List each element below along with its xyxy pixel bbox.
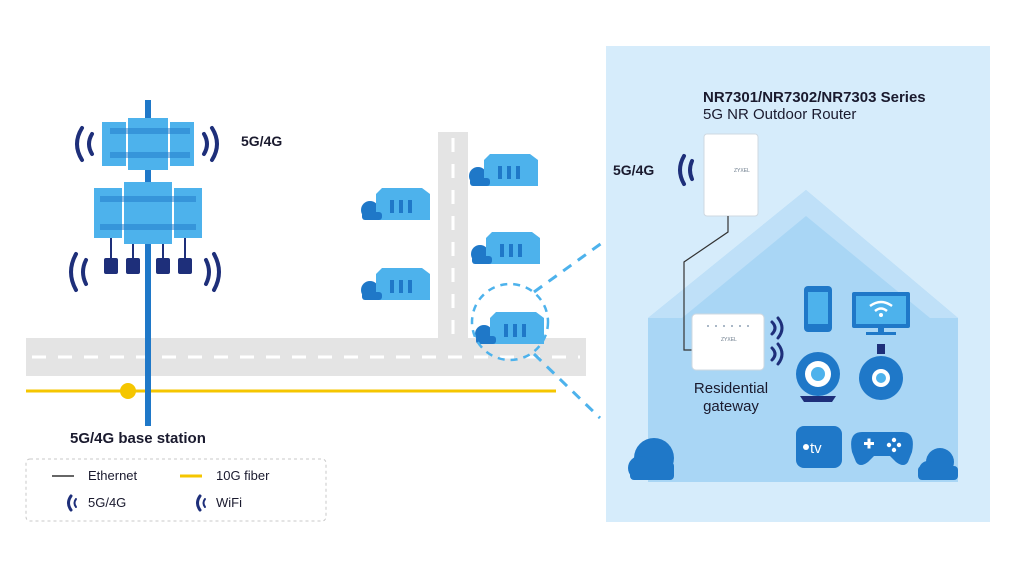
tower-band-label: 5G/4G xyxy=(241,133,283,149)
base-station-label: 5G/4G base station xyxy=(70,430,206,447)
legend-5g-label: 5G/4G xyxy=(88,495,127,510)
fiber-node xyxy=(120,383,136,399)
webcam-icon xyxy=(796,352,840,402)
apple-tv-icon: tv xyxy=(796,426,842,468)
radio-units xyxy=(104,238,192,274)
product-title: NR7301/NR7302/NR7303 Series xyxy=(703,89,926,106)
apple-tv-label: tv xyxy=(810,440,822,457)
residential-gateway: ZYXEL xyxy=(691,313,765,371)
ethernet-cable xyxy=(683,216,729,351)
cloud-icon xyxy=(628,438,674,480)
signal-waves-icon xyxy=(69,126,221,292)
legend-wifi-icon xyxy=(196,494,206,512)
building-icon xyxy=(469,154,538,186)
smartphone-icon xyxy=(804,286,832,332)
gateway-brand: ZYXEL xyxy=(721,337,737,343)
cloud-icon xyxy=(918,448,958,480)
buildings xyxy=(361,154,544,344)
router-signal-icon xyxy=(678,154,694,186)
outdoor-router: ZYXEL xyxy=(703,133,759,217)
router-band-label: 5G/4G xyxy=(613,162,655,178)
wifi-waves-icon xyxy=(770,316,784,366)
game-controller-icon xyxy=(851,432,913,465)
road xyxy=(26,132,586,376)
router-brand: ZYXEL xyxy=(734,168,750,174)
building-icon xyxy=(361,268,430,300)
legend-5g-icon xyxy=(67,494,77,512)
legend-wifi-label: WiFi xyxy=(216,495,242,510)
legend-fiber-label: 10G fiber xyxy=(216,468,270,483)
legend-box xyxy=(25,458,327,522)
zoom-connector xyxy=(533,238,607,294)
tower-pole xyxy=(145,100,151,426)
building-icon xyxy=(475,312,544,344)
antenna-array-top xyxy=(102,118,194,170)
antenna-array-bottom xyxy=(94,182,202,244)
building-icon xyxy=(361,188,430,220)
chromecast-icon xyxy=(859,344,903,400)
house xyxy=(648,190,958,482)
gateway-label: Residential gateway xyxy=(693,380,769,415)
legend-ethernet-label: Ethernet xyxy=(88,468,138,483)
zoom-circle xyxy=(470,282,550,362)
product-subtitle: 5G NR Outdoor Router xyxy=(703,106,857,123)
zoom-connector xyxy=(532,352,602,420)
monitor-icon xyxy=(852,292,910,335)
building-icon xyxy=(471,232,540,264)
